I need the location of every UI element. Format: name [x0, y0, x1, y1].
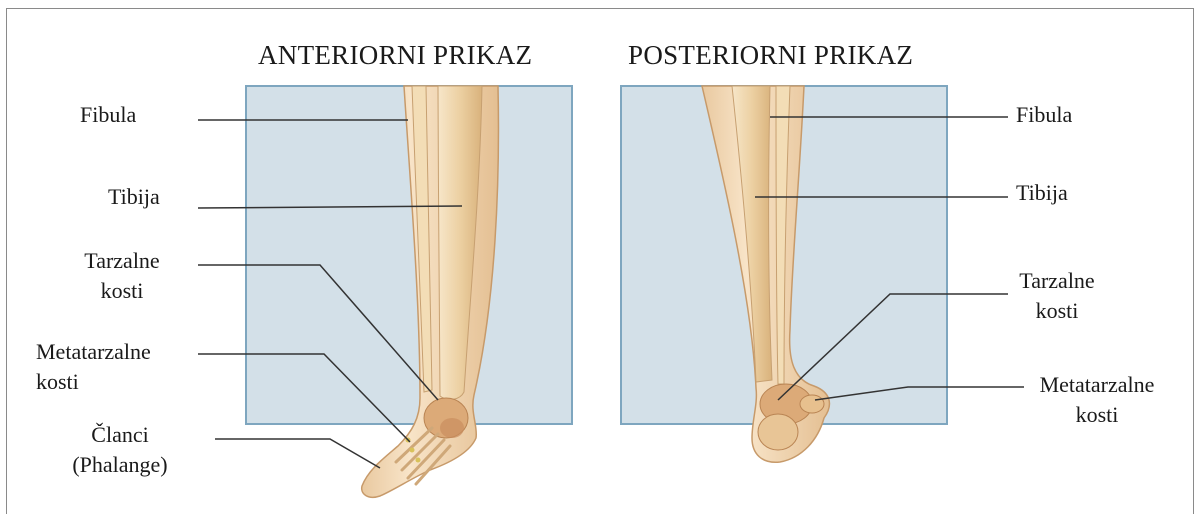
posterior-metatarsal-bone	[800, 395, 824, 413]
leader-line-clanci-anterior	[215, 439, 380, 468]
label-metatarzalne-posterior: Metatarzalne kosti	[1032, 370, 1162, 430]
label-tarzalne-anterior: Tarzalne kosti	[78, 246, 166, 306]
posterior-calcaneus	[758, 414, 798, 450]
leader-line-tarzalne-posterior	[778, 294, 1008, 400]
label-clanci-anterior: Članci (Phalange)	[60, 420, 180, 480]
label-clanci-anterior-line1: Članci	[60, 420, 180, 450]
anterior-leg	[362, 86, 499, 497]
label-fibula-anterior: Fibula	[80, 100, 136, 130]
label-tarzalne-posterior-line1: Tarzalne	[1012, 266, 1102, 296]
label-metatarzalne-anterior: Metatarzalne kosti	[36, 337, 151, 397]
label-tarzalne-posterior: Tarzalne kosti	[1012, 266, 1102, 326]
label-metatarzalne-posterior-line1: Metatarzalne	[1032, 370, 1162, 400]
label-metatarzalne-anterior-line2: kosti	[36, 367, 151, 397]
label-clanci-anterior-line2: (Phalange)	[60, 450, 180, 480]
label-tibija-posterior: Tibija	[1016, 178, 1068, 208]
label-metatarzalne-posterior-line2: kosti	[1032, 400, 1162, 430]
leader-line-metatarzalne-posterior	[815, 387, 1024, 400]
leader-line-tarzalne-anterior	[198, 265, 438, 400]
label-tarzalne-anterior-line2: kosti	[78, 276, 166, 306]
leader-line-metatarzalne-anterior	[198, 354, 410, 442]
anterior-tarsal-highlight	[440, 418, 464, 438]
label-tibija-anterior: Tibija	[108, 182, 160, 212]
posterior-view-title: POSTERIORNI PRIKAZ	[628, 40, 913, 71]
label-metatarzalne-anterior-line1: Metatarzalne	[36, 337, 151, 367]
anterior-view-title: ANTERIORNI PRIKAZ	[258, 40, 532, 71]
label-tarzalne-anterior-line1: Tarzalne	[78, 246, 166, 276]
posterior-leg	[702, 86, 829, 462]
label-tarzalne-posterior-line2: kosti	[1012, 296, 1102, 326]
label-fibula-posterior: Fibula	[1016, 100, 1072, 130]
